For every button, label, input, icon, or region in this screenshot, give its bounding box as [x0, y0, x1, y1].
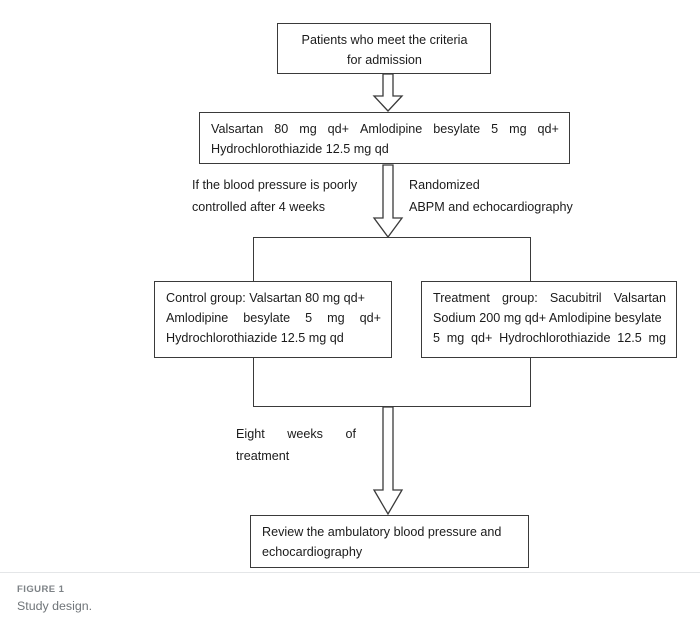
- word: Amlodipine: [166, 311, 229, 325]
- word: 5: [491, 122, 499, 136]
- node-review-line-1: Review the ambulatory blood pressure and: [262, 525, 502, 539]
- word: mg: [509, 122, 527, 136]
- figure-caption-text: Study design.: [17, 599, 93, 613]
- word: mg: [327, 311, 345, 325]
- node-admission-line-1: Patients who meet the criteria: [301, 33, 468, 47]
- word: Treatment: [433, 291, 490, 305]
- figure-caption-label: FIGURE 1: [17, 584, 65, 595]
- node-admission-line-2: for admission: [347, 53, 422, 67]
- word: mg: [299, 122, 317, 136]
- word: besylate: [243, 311, 291, 325]
- node-review: Review the ambulatory blood pressure and…: [250, 515, 529, 568]
- down-arrow-icon-groups-to-review: [372, 406, 404, 516]
- flowchart-canvas: Patients who meet the criteria for admis…: [154, 23, 677, 568]
- node-control-line-3: Hydrochlorothiazide 12.5 mg qd: [166, 331, 344, 345]
- node-treatment-line-2: Sodium 200 mg qd+ Amlodipine besylate: [433, 311, 662, 325]
- word: Eight: [236, 427, 265, 441]
- word: 12.5: [617, 331, 642, 345]
- node-treatment-line-3: 5 mg qd+ Hydrochlorothiazide 12.5 mg: [433, 328, 666, 348]
- down-arrow-icon-admission-to-baseline: [372, 73, 404, 112]
- word: Amlodipine: [359, 122, 423, 136]
- word: 80: [274, 122, 289, 136]
- node-admission: Patients who meet the criteria for admis…: [277, 23, 491, 74]
- word: qd+: [471, 331, 493, 345]
- word: qd+: [327, 122, 350, 136]
- word: qd+: [359, 311, 381, 325]
- word: 5: [305, 311, 313, 325]
- annotation-eight-weeks-line-2: treatment: [236, 449, 290, 463]
- figure-caption: FIGURE 1 Study design.: [0, 572, 700, 631]
- node-treatment-group: Treatment group: Sacubitril Valsartan So…: [421, 281, 677, 358]
- node-baseline-line-2: Hydrochlorothiazide 12.5 mg qd: [211, 142, 389, 156]
- merge-bracket-right-riser: [530, 357, 532, 407]
- word: mg: [648, 331, 666, 345]
- annotation-eight-weeks: Eight weeks of treatment: [236, 423, 356, 467]
- word: Sacubitril: [549, 291, 602, 305]
- split-bracket-left-drop: [253, 237, 255, 282]
- node-treatment-line-1: Treatment group: Sacubitril Valsartan: [433, 288, 666, 308]
- word: group:: [502, 291, 538, 305]
- split-bracket-horizontal: [253, 237, 531, 239]
- node-baseline-therapy: Valsartan 80 mg qd+ Amlodipine besylate …: [199, 112, 570, 164]
- node-baseline-line-1: Valsartan 80 mg qd+ Amlodipine besylate …: [211, 119, 559, 139]
- split-bracket-right-drop: [530, 237, 532, 282]
- annotation-poorly-controlled-line-1: If the blood pressure is poorly: [192, 178, 358, 192]
- annotation-poorly-controlled: If the blood pressure is poorly controll…: [192, 174, 375, 218]
- word: Valsartan: [211, 122, 264, 136]
- word: 5: [433, 331, 441, 345]
- word: besylate: [433, 122, 481, 136]
- node-control-group: Control group: Valsartan 80 mg qd+ Amlod…: [154, 281, 392, 358]
- annotation-randomized-line-2: ABPM and echocardiography: [409, 200, 573, 214]
- node-control-line-2: Amlodipine besylate 5 mg qd+: [166, 308, 381, 328]
- annotation-randomized-line-1: Randomized: [409, 178, 480, 192]
- node-review-line-2: echocardiography: [262, 545, 363, 559]
- annotation-poorly-controlled-line-2: controlled after 4 weeks: [192, 200, 326, 214]
- word: Valsartan: [613, 291, 666, 305]
- word: weeks: [287, 427, 323, 441]
- node-control-line-1: Control group: Valsartan 80 mg qd+: [166, 291, 365, 305]
- word: Hydrochlorothiazide: [499, 331, 611, 345]
- merge-bracket-left-riser: [253, 357, 255, 407]
- annotation-randomized: Randomized ABPM and echocardiography: [409, 174, 629, 218]
- annotation-eight-weeks-line-1: Eight weeks of: [236, 423, 356, 445]
- word: qd+: [537, 122, 559, 136]
- down-arrow-icon-baseline-to-randomization: [372, 164, 404, 239]
- word: of: [345, 427, 356, 441]
- word: mg: [446, 331, 465, 345]
